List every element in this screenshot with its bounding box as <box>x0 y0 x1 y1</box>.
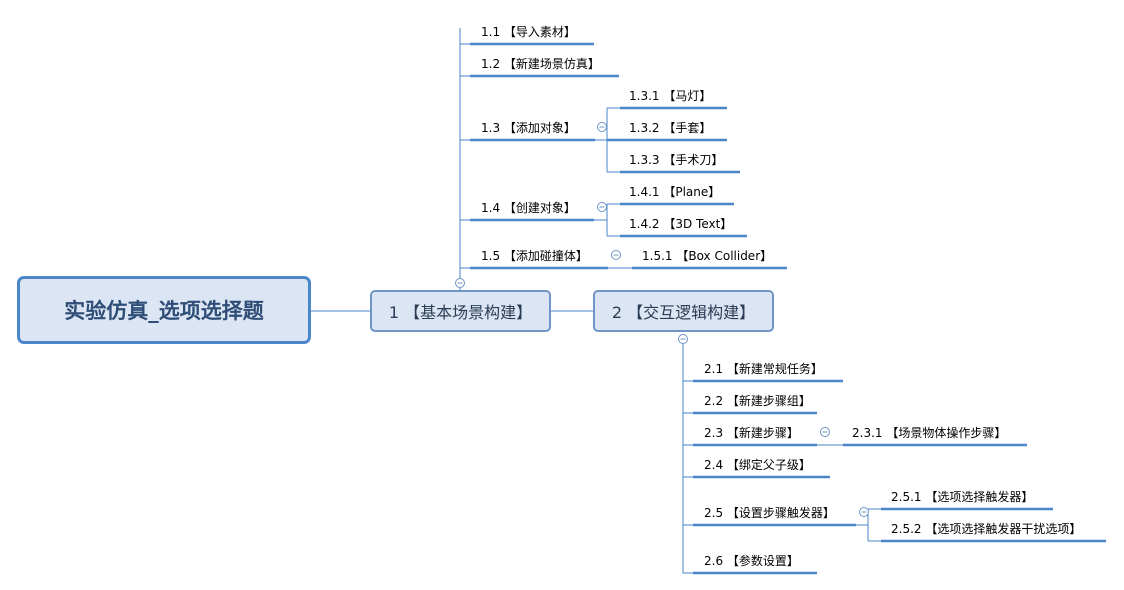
branch-topic-1-label: 1 【基本场景构建】 <box>388 303 533 322</box>
subtopic-2-2[interactable]: 2.2 【新建步骤组】 <box>704 394 811 408</box>
subtopic-2-5[interactable]: 2.5 【设置步骤触发器】 <box>704 506 835 520</box>
subtopic-1-3-2[interactable]: 1.3.2 【手套】 <box>629 121 712 135</box>
branch-topic-1[interactable]: 1 【基本场景构建】 <box>370 290 551 332</box>
collapse-icon-2-3[interactable] <box>820 427 830 437</box>
subtopic-1-3[interactable]: 1.3 【添加对象】 <box>481 121 576 135</box>
subtopic-2-3-1[interactable]: 2.3.1 【场景物体操作步骤】 <box>852 426 1007 440</box>
subtopic-2-6[interactable]: 2.6 【参数设置】 <box>704 554 799 568</box>
branch-topic-2[interactable]: 2 【交互逻辑构建】 <box>593 290 774 332</box>
subtopic-2-5-2[interactable]: 2.5.2 【选项选择触发器干扰选项】 <box>891 522 1082 536</box>
subtopic-1-4-2[interactable]: 1.4.2 【3D Text】 <box>629 217 733 231</box>
subtopic-1-4-1[interactable]: 1.4.1 【Plane】 <box>629 185 721 199</box>
collapse-icon-2-5[interactable] <box>859 507 869 517</box>
branch-topic-2-label: 2 【交互逻辑构建】 <box>611 303 756 322</box>
subtopic-1-3-1[interactable]: 1.3.1 【马灯】 <box>629 89 712 103</box>
subtopic-2-1[interactable]: 2.1 【新建常规任务】 <box>704 362 823 376</box>
subtopic-2-4[interactable]: 2.4 【绑定父子级】 <box>704 458 811 472</box>
collapse-icon-branch2[interactable] <box>678 334 688 344</box>
subtopic-1-2[interactable]: 1.2 【新建场景仿真】 <box>481 57 600 71</box>
subtopic-1-3-3[interactable]: 1.3.3 【手术刀】 <box>629 153 724 167</box>
collapse-icon-1-5[interactable] <box>611 250 621 260</box>
collapse-icon-branch1[interactable] <box>455 278 465 288</box>
root-topic[interactable]: 实验仿真_选项选择题 <box>17 276 311 344</box>
subtopic-1-4[interactable]: 1.4 【创建对象】 <box>481 201 576 215</box>
subtopic-1-5-1[interactable]: 1.5.1 【Box Collider】 <box>642 249 773 263</box>
subtopic-2-5-1[interactable]: 2.5.1 【选项选择触发器】 <box>891 490 1034 504</box>
root-topic-label: 实验仿真_选项选择题 <box>64 299 264 323</box>
collapse-icon-1-4[interactable] <box>597 202 607 212</box>
subtopic-1-5[interactable]: 1.5 【添加碰撞体】 <box>481 249 588 263</box>
subtopic-2-3[interactable]: 2.3 【新建步骤】 <box>704 426 799 440</box>
subtopic-1-1[interactable]: 1.1 【导入素材】 <box>481 25 576 39</box>
collapse-icon-1-3[interactable] <box>597 122 607 132</box>
